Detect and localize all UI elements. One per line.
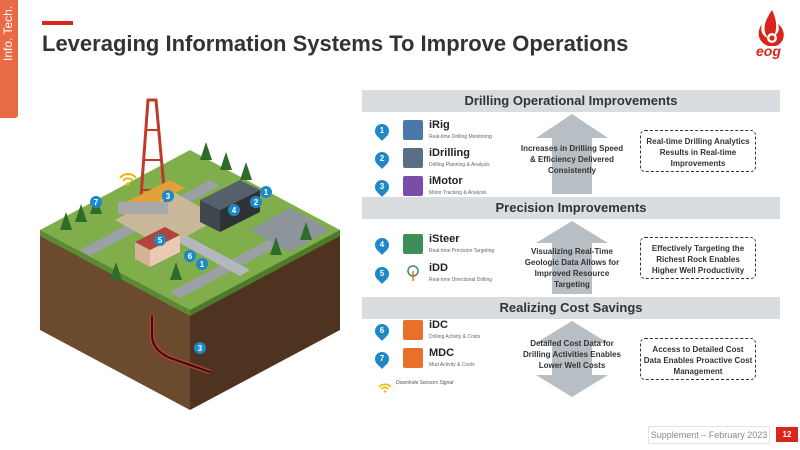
number-marker-icon: 3 [372,177,392,197]
dc-icon [403,320,423,340]
tool-idc: 6 iDC Drilling Activity & Costs [372,319,515,346]
band-drilling-improvements: Drilling Operational Improvements [362,90,780,112]
mdc-icon [403,348,423,368]
eog-logo-flame-icon [758,10,784,46]
svg-text:6: 6 [188,252,193,261]
tool-idd: 5 iDD Real-time Directional Drilling [372,262,515,289]
svg-text:3: 3 [166,192,171,201]
legend: Downhole Sensors Signal [378,380,453,398]
svg-text:2: 2 [254,198,259,207]
soil-right-face [190,230,340,410]
tool-mdc: 7 MDC Mud Activity & Costs [372,347,515,374]
arrow-text-drilling: Increases in Drilling Speed & Efficiency… [520,144,624,175]
number-marker-icon: 6 [372,321,392,341]
title-accent-rule [42,21,73,25]
svg-text:5: 5 [158,236,163,245]
page-title: Leveraging Information Systems To Improv… [42,31,629,56]
band-precision-improvements: Precision Improvements [362,197,780,219]
legend-label: Downhole Sensors Signal [396,380,454,386]
svg-text:1: 1 [264,188,269,197]
section-tab-label: Info. Tech. [1,6,15,62]
footer-text: Supplement – February 2023 [648,426,770,444]
svg-text:3: 3 [198,344,203,353]
number-marker-icon: 7 [372,349,392,369]
up-down-arrow-icon [536,321,608,397]
number-marker-icon: 2 [372,149,392,169]
dd-icon [407,265,419,281]
drill-icon [403,148,423,168]
tool-isteer: 4 iSteer Real-time Precision Targeting [372,233,515,260]
soil-left-face [40,230,190,410]
svg-text:1: 1 [200,260,205,269]
result-box-drilling: Real-time Drilling Analytics Results in … [640,130,756,172]
tool-imotor: 3 iMotor Motor Tracking & Analysis [372,175,515,202]
wifi-signal-icon [378,383,392,393]
result-box-cost: Access to Detailed Cost Data Enables Pro… [640,338,756,380]
number-marker-icon: 4 [372,235,392,255]
number-marker-icon: 5 [372,264,392,284]
steer-icon [403,234,423,254]
arrow-text-cost: Detailed Cost Data for Drilling Activiti… [523,339,621,370]
svg-text:4: 4 [232,206,237,215]
number-marker-icon: 1 [372,121,392,141]
page-number: 12 [776,427,798,442]
tool-irig: 1 iRig Real-time Drilling Monitoring [372,119,515,146]
tool-idrilling: 2 iDrilling Drilling Planning & Analysis [372,147,515,174]
up-arrow-icon [536,221,608,294]
drilling-site-illustration: 7 3 2 1 4 5 6 1 3 [40,98,340,410]
rig-icon [403,120,423,140]
up-arrow-icon [536,114,608,194]
band-cost-savings: Realizing Cost Savings [362,297,780,319]
section-tab: Info. Tech. [0,0,18,118]
svg-text:7: 7 [94,198,99,207]
arrow-text-precision: Visualizing Real-Time Geologic Data Allo… [524,247,620,289]
result-box-precision: Effectively Targeting the Richest Rock E… [640,237,756,279]
logo-wordmark: eog [756,43,781,59]
motor-icon [403,176,423,196]
